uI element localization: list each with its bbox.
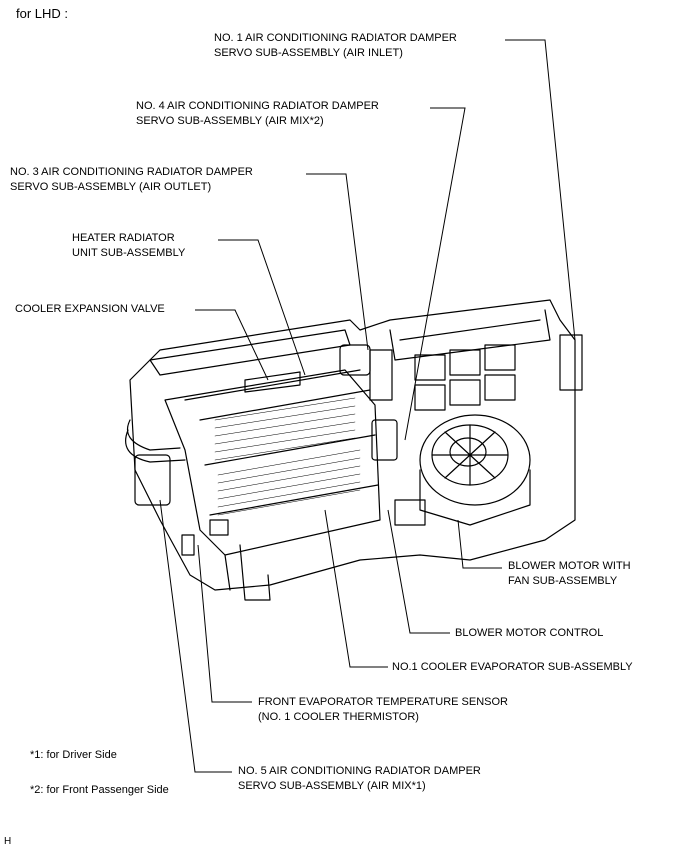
label-blower-control: BLOWER MOTOR CONTROL [455, 627, 604, 639]
blower-motor [419, 414, 531, 526]
label-temp-sensor: FRONT EVAPORATOR TEMPERATURE SENSOR(NO. … [258, 696, 508, 723]
leader-sensor [197, 544, 252, 703]
leader-blower [457, 519, 502, 569]
servo-motors [134, 334, 583, 556]
air-inlet-grille [414, 344, 516, 411]
label-evaporator: NO.1 COOLER EVAPORATOR SUB-ASSEMBLY [392, 661, 633, 673]
leader-servo5 [159, 499, 232, 773]
leader-blower-control [387, 509, 450, 634]
figure-code: H [4, 836, 12, 847]
footnote-1: *1: for Driver Side [30, 749, 117, 761]
leader-evaporator [324, 509, 388, 668]
label-expansion-valve: COOLER EXPANSION VALVE [15, 303, 165, 315]
footnote-2: *2: for Front Passenger Side [30, 784, 169, 796]
leader-servo1 [505, 39, 576, 341]
leader-servo4 [404, 107, 466, 441]
leader-valve [195, 309, 269, 381]
pipes [125, 371, 301, 463]
page-header: for LHD : [16, 6, 69, 21]
leader-heater [218, 239, 306, 376]
evaporator-core [214, 397, 361, 516]
leader-servo3 [306, 173, 369, 351]
